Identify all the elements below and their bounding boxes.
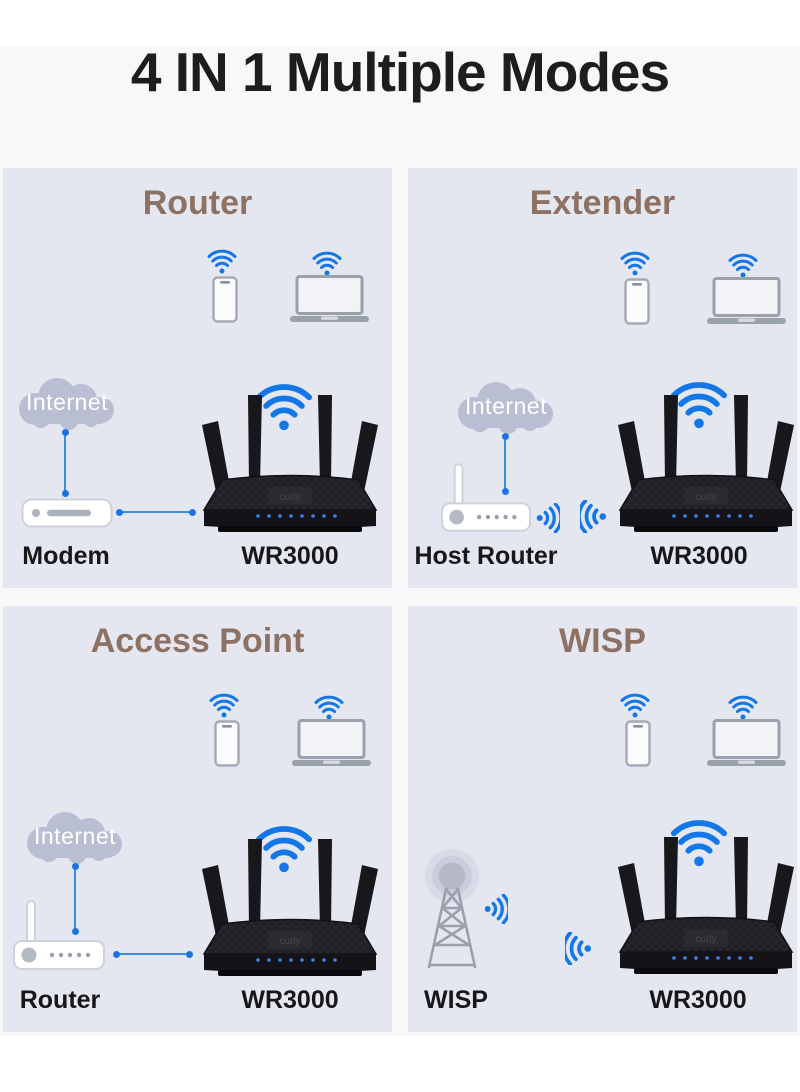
smartphone-icon <box>624 278 650 325</box>
modem-icon <box>21 498 113 528</box>
link-line-router-to-wr3000 <box>113 950 193 958</box>
panel-wisp-mode: WISP WISP WR3000 <box>408 606 797 1032</box>
wireless-signal-left-icon <box>580 500 607 533</box>
wifi-icon <box>620 250 650 276</box>
panel-title: Extender <box>529 184 676 222</box>
wr3000-router-image <box>192 392 388 535</box>
link-line-cloud-to-modem <box>61 429 69 497</box>
smartphone-icon <box>212 276 238 323</box>
wr3000-router-image <box>608 834 800 977</box>
radio-tower-icon <box>420 848 486 970</box>
right-device-label: WR3000 <box>241 986 339 1014</box>
wireless-signal-right-icon <box>484 894 508 924</box>
right-device-label: WR3000 <box>241 542 339 570</box>
panel-router-mode: Router Internet Modem WR3000 <box>3 168 392 588</box>
panel-title: Access Point <box>90 622 305 660</box>
router-device-icon <box>440 462 532 533</box>
link-line-cloud-to-router <box>71 863 79 935</box>
wr3000-router-image <box>192 836 388 979</box>
internet-cloud-label: Internet <box>34 823 116 849</box>
panel-extender-mode: Extender Internet Host Router WR3000 <box>408 168 797 588</box>
wifi-icon <box>728 694 758 720</box>
laptop-icon <box>707 277 786 325</box>
smartphone-icon <box>625 720 651 767</box>
right-device-label: WR3000 <box>649 986 747 1014</box>
link-line-cloud-to-host-router <box>501 433 509 495</box>
wifi-icon <box>207 248 237 274</box>
smartphone-icon <box>214 720 240 767</box>
left-device-label: Modem <box>22 542 110 570</box>
right-device-label: WR3000 <box>650 542 748 570</box>
wifi-icon <box>728 252 758 278</box>
wireless-signal-right-icon <box>536 503 560 533</box>
left-device-label: WISP <box>424 986 488 1014</box>
wifi-icon <box>209 692 239 718</box>
link-line-modem-to-router <box>116 508 196 516</box>
panel-title: Router <box>142 184 253 222</box>
laptop-icon <box>292 719 371 767</box>
laptop-icon <box>290 275 369 323</box>
internet-cloud-label: Internet <box>465 393 547 419</box>
wireless-signal-left-icon <box>565 932 592 965</box>
wifi-icon <box>620 692 650 718</box>
internet-cloud-label: Internet <box>26 389 108 415</box>
panel-title: WISP <box>559 622 646 660</box>
laptop-icon <box>707 719 786 767</box>
wifi-icon <box>312 250 342 276</box>
panel-access-point-mode: Access Point Internet Router WR3000 <box>3 606 392 1032</box>
router-device-icon <box>12 899 106 971</box>
left-device-label: Router <box>19 986 101 1014</box>
wifi-icon <box>314 694 344 720</box>
left-device-label: Host Router <box>414 542 558 570</box>
wr3000-router-image <box>608 392 800 535</box>
page-title: 4 IN 1 Multiple Modes <box>130 41 670 103</box>
